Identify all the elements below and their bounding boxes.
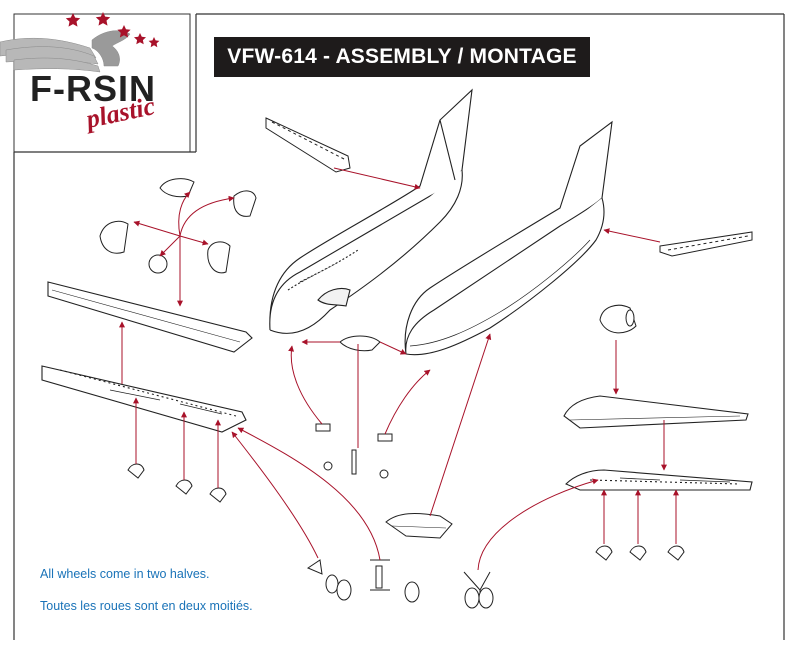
wing-right-upper (563, 395, 749, 429)
note-english: All wheels come in two halves. (40, 567, 210, 581)
engine-cowl-mid-right (207, 241, 231, 274)
antenna-part-left (315, 423, 331, 432)
wing-right-lower (565, 469, 753, 491)
assembly-arrows (119, 167, 679, 571)
flap-track-6 (667, 545, 685, 561)
elevator-right (659, 231, 753, 257)
engine-parts (99, 178, 637, 334)
elevator-left (265, 117, 351, 173)
wing-left-upper (47, 281, 253, 353)
flap-track-5 (629, 545, 647, 561)
wheel-hub-right (379, 469, 389, 479)
flap-track-4 (595, 545, 613, 561)
engine-cowl-mid-left (99, 220, 129, 254)
note-french: Toutes les roues sont en deux moitiés. (40, 599, 253, 613)
landing-gear-nose (325, 559, 420, 603)
wing-fairing (339, 335, 381, 352)
flap-track-1 (127, 463, 145, 479)
stars-decoration (65, 12, 160, 48)
fuselage-right-half (404, 120, 613, 356)
gear-door (306, 559, 323, 575)
flap-track-3 (209, 487, 227, 503)
engine-fan-disc (148, 254, 168, 274)
brand-logo (0, 12, 191, 153)
wheel-hub-left (323, 461, 333, 471)
wing-left-lower (41, 365, 247, 433)
page-title: VFW-614 - ASSEMBLY / MONTAGE (214, 37, 590, 77)
antenna-part-right (377, 433, 393, 442)
strut-pin (351, 449, 357, 475)
brand-name: F-RSIN (30, 68, 156, 109)
page-title-text: VFW-614 - ASSEMBLY / MONTAGE (227, 45, 577, 68)
landing-gear-main (463, 571, 494, 609)
fuselage-left-half (269, 88, 473, 334)
engine-cowl-top-right (233, 190, 257, 217)
pegasus-icon (0, 30, 131, 73)
engine-cowl-top-left (159, 178, 195, 198)
gear-bay-insert (385, 513, 453, 539)
flap-track-2 (175, 479, 193, 495)
small-parts (127, 335, 685, 575)
